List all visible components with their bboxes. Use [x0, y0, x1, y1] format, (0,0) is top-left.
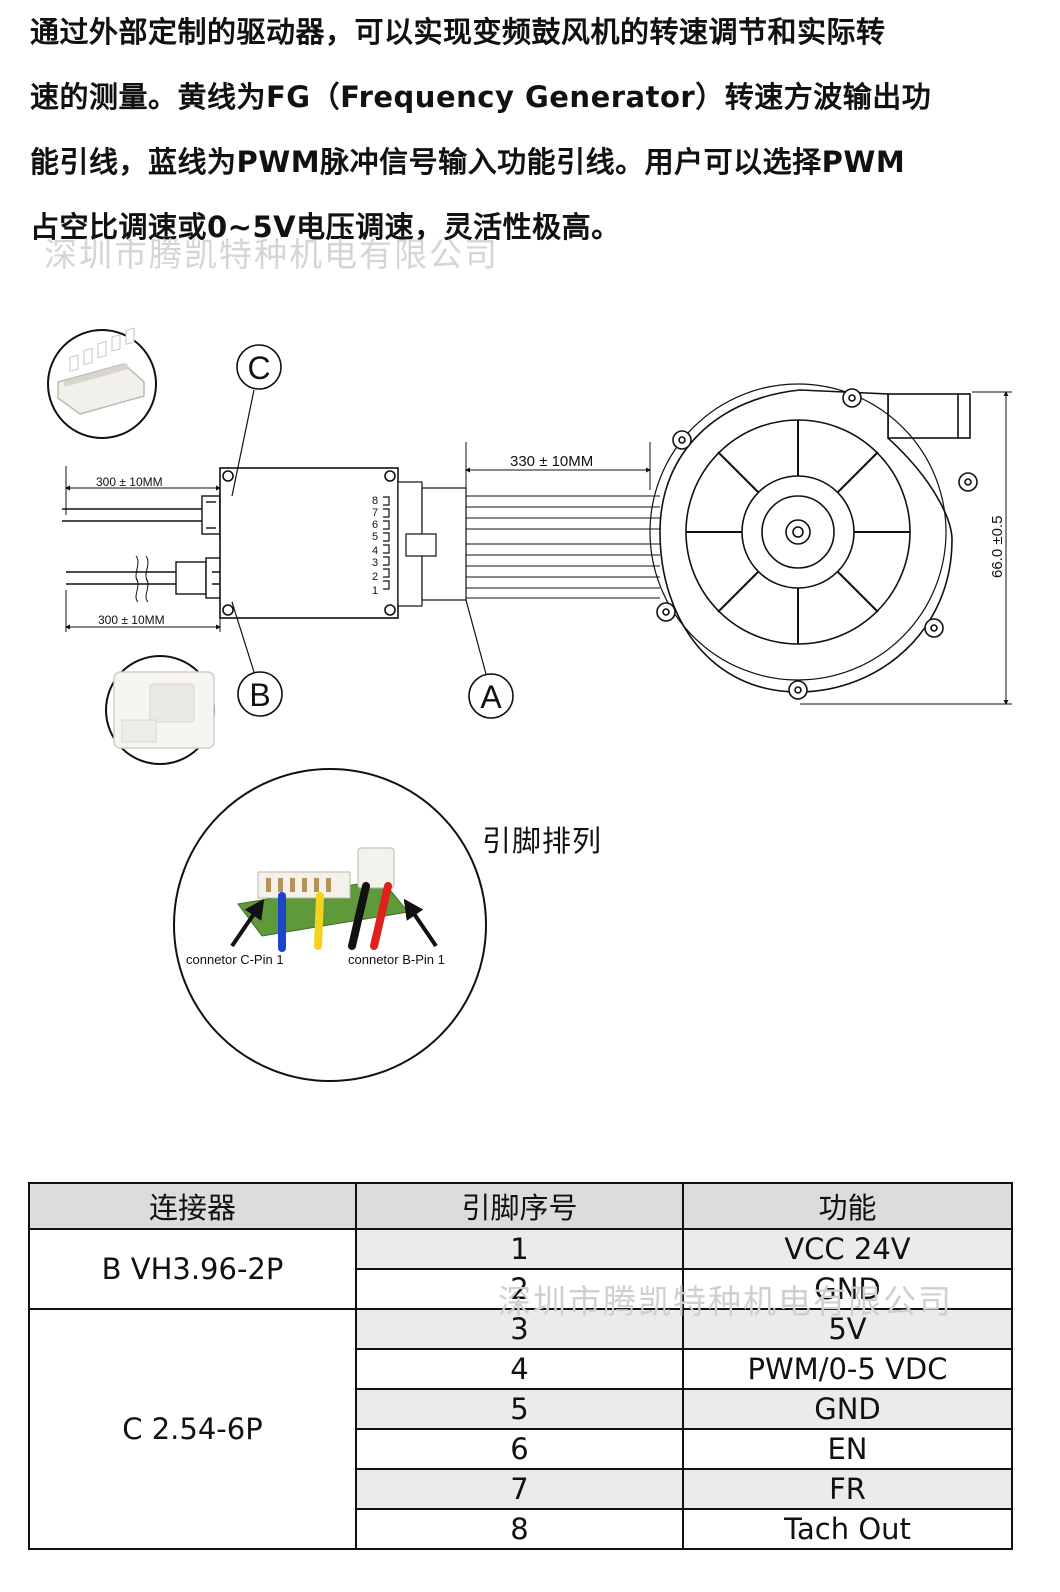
table-row: C 2.54-6P 3 5V	[28, 1308, 1013, 1550]
pin-number-cell: 8	[355, 1508, 684, 1550]
pin-number-cell: 4	[355, 1348, 684, 1390]
pin-number-cell: 5	[355, 1388, 684, 1430]
dimension-height-label: 66.0 ±0.5	[989, 516, 1006, 578]
callout-c-label: C	[247, 350, 270, 386]
board-header	[383, 481, 467, 607]
table-row: 6 EN	[29, 1428, 1013, 1470]
callout-c	[231, 344, 282, 497]
dimension-bottom-left-label: 300 ± 10MM	[98, 613, 165, 627]
connector-c-wires	[62, 491, 237, 539]
function-cell: VCC 24V	[682, 1228, 1013, 1270]
pin-number-cell: 7	[355, 1468, 684, 1510]
connector-cell-c: C 2.54-6P	[28, 1308, 357, 1550]
intro-line-3: 能引线，蓝线为PWM脉冲信号输入功能引线。用户可以选择PWM	[30, 145, 906, 179]
table-row: B VH3.96-2P 1 VCC 24V	[28, 1228, 1013, 1310]
ribbon-cable	[466, 495, 660, 599]
board-pin-labels: 8 7 6 5 4 3 2 1	[372, 495, 378, 597]
connector-b-pin1-label: connetor B-Pin 1	[348, 952, 445, 967]
intro-line-2: 速的测量。黄线为FG（Frequency Generator）转速方波输出功	[30, 80, 932, 114]
pin-photo	[173, 768, 487, 1082]
pin-number-cell: 1	[355, 1228, 684, 1270]
dimension-top-left-label: 300 ± 10MM	[96, 475, 163, 489]
pin-number-cell: 6	[355, 1428, 684, 1470]
table-row: 4 PWM/0-5 VDC	[29, 1348, 1013, 1390]
driver-board	[219, 467, 399, 619]
table-row: 5 GND	[29, 1388, 1013, 1430]
connector-c-pin1-label: connetor C-Pin 1	[186, 952, 284, 967]
dimension-top-left	[65, 466, 221, 515]
function-cell: 5V	[682, 1308, 1013, 1350]
dimension-height	[800, 391, 1012, 705]
wiring-diagram: 300 ± 10MM 1 6 2 1 300 ± 10MM	[47, 327, 1012, 1082]
pin-number-cell: 3	[355, 1308, 684, 1350]
blower-fan	[649, 383, 978, 700]
pin-arrangement-title: 引脚排列	[482, 824, 603, 858]
callout-a	[465, 599, 514, 719]
connector-b-wires	[66, 555, 237, 603]
table-header-row: 连接器 引脚序号 功能	[28, 1182, 1013, 1230]
board-pin-3: 3	[372, 557, 378, 569]
function-cell: GND	[682, 1388, 1013, 1430]
callout-a-label: A	[480, 679, 502, 715]
intro-line-4: 占空比调速或0~5V电压调速，灵活性极高。	[30, 210, 621, 244]
pin-table: 连接器 引脚序号 功能 B VH3.96-2P 1 VCC 24V 2 GND …	[28, 1182, 1013, 1550]
function-cell: EN	[682, 1428, 1013, 1470]
board-pin-2: 2	[372, 571, 378, 583]
table-row: 2 GND	[29, 1268, 1013, 1310]
callout-b	[231, 601, 283, 717]
callout-b-label: B	[249, 677, 270, 713]
table-row: 7 FR	[29, 1468, 1013, 1510]
table-row: 8 Tach Out	[29, 1508, 1013, 1550]
function-cell: FR	[682, 1468, 1013, 1510]
function-cell: GND	[682, 1268, 1013, 1310]
header-pin-number: 引脚序号	[355, 1182, 684, 1230]
header-connector: 连接器	[28, 1182, 357, 1230]
header-function: 功能	[682, 1182, 1013, 1230]
function-cell: PWM/0-5 VDC	[682, 1348, 1013, 1390]
pin-number-cell: 2	[355, 1268, 684, 1310]
board-pin-7: 7	[372, 507, 378, 519]
board-pin-6: 6	[372, 519, 378, 531]
function-cell: Tach Out	[682, 1508, 1013, 1550]
dimension-cable-label: 330 ± 10MM	[510, 453, 593, 470]
board-pin-4: 4	[372, 545, 378, 557]
connector-b-photo	[105, 655, 215, 765]
board-pin-5: 5	[372, 531, 378, 543]
connector-c-photo	[47, 327, 157, 439]
board-pin-8: 8	[372, 495, 378, 507]
connector-cell-b: B VH3.96-2P	[28, 1228, 357, 1310]
intro-line-1: 通过外部定制的驱动器，可以实现变频鼓风机的转速调节和实际转	[30, 15, 886, 49]
dimension-cable	[465, 442, 651, 490]
board-pin-1: 1	[372, 585, 378, 597]
intro-paragraph: 通过外部定制的驱动器，可以实现变频鼓风机的转速调节和实际转 速的测量。黄线为FG…	[30, 0, 1035, 260]
